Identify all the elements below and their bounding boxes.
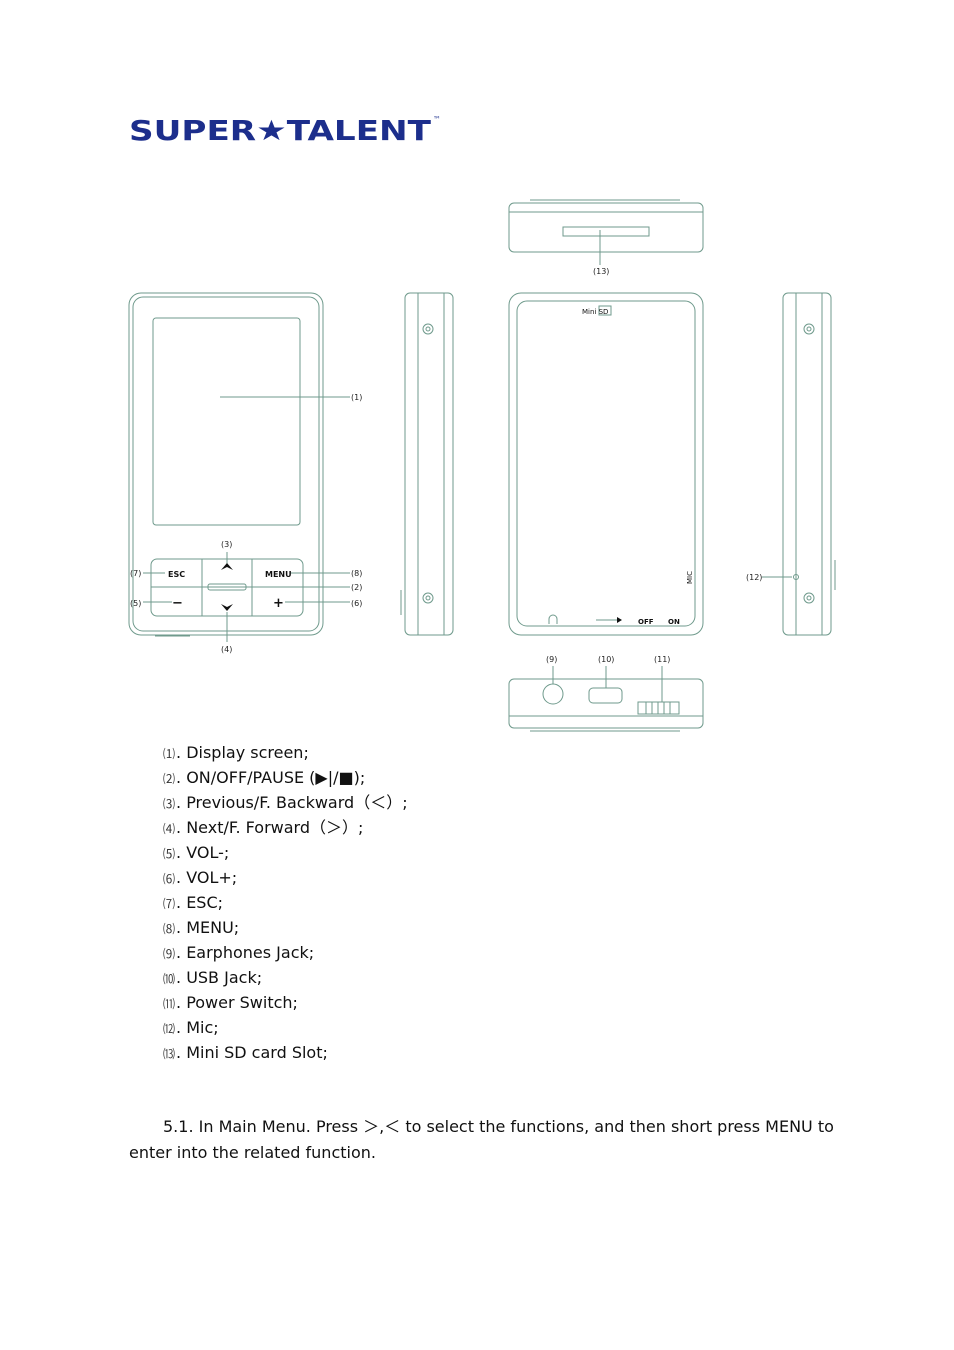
component-legend: ⑴. Display screen;⑵. ON/OFF/PAUSE (▶|/■)… — [163, 742, 408, 1067]
legend-item: ⑷. Next/F. Forward（＞）; — [163, 817, 408, 842]
callout-1: (1) — [351, 393, 362, 402]
legend-text: . VOL+; — [176, 868, 238, 887]
back-body — [508, 292, 704, 636]
legend-item: ⑻. MENU; — [163, 917, 408, 942]
callout-5: (5) — [130, 599, 141, 608]
legend-text: . Next/F. Forward（＞）; — [176, 818, 364, 837]
down-arrow-icon — [221, 604, 233, 611]
callout-13: (13) — [593, 267, 609, 276]
legend-item: ⒀. Mini SD card Slot; — [163, 1042, 408, 1067]
legend-number: ⑿ — [163, 1022, 176, 1036]
legend-item: ⑴. Display screen; — [163, 742, 408, 767]
legend-text: . Mic; — [176, 1018, 219, 1037]
legend-text: . Mini SD card Slot; — [176, 1043, 328, 1062]
legend-number: ⑶ — [163, 797, 176, 811]
legend-item: ⑸. VOL-; — [163, 842, 408, 867]
legend-number: ⑽ — [163, 972, 176, 986]
device-diagram: ESC MENU − + Mini SD MIC OFF ON (1) (2) … — [128, 199, 836, 732]
super-talent-logo: SUPER★TALENT ™ — [129, 114, 441, 147]
legend-text: . Previous/F. Backward（＜）; — [176, 793, 408, 812]
legend-text: . MENU; — [176, 918, 240, 937]
legend-item: ⑹. VOL+; — [163, 867, 408, 892]
legend-text: . ON/OFF/PAUSE (▶|/■); — [176, 768, 366, 787]
callout-10: (10) — [598, 655, 614, 664]
legend-number: ⑷ — [163, 822, 176, 836]
menu-key-label: MENU — [265, 570, 292, 579]
legend-text: . ESC; — [176, 893, 224, 912]
legend-text: . Earphones Jack; — [176, 943, 315, 962]
callout-2: (2) — [351, 583, 362, 592]
callout-6: (6) — [351, 599, 362, 608]
usb-jack — [588, 687, 623, 704]
legend-item: ⑼. Earphones Jack; — [163, 942, 408, 967]
usb-icon — [617, 617, 622, 623]
legend-number: ⑵ — [163, 772, 176, 786]
instruction-text: 5.1. In Main Menu. Press ＞,＜ to select t… — [129, 1117, 834, 1162]
callout-9: (9) — [546, 655, 557, 664]
callout-3: (3) — [221, 540, 232, 549]
legend-text: . VOL-; — [176, 843, 230, 862]
top-view — [508, 202, 704, 253]
legend-number: ⑻ — [163, 922, 176, 936]
legend-item: ⑺. ESC; — [163, 892, 408, 917]
legend-text: . Power Switch; — [176, 993, 298, 1012]
right-side-view — [782, 292, 832, 636]
callout-12: (12) — [746, 573, 762, 582]
legend-number: ⒀ — [163, 1047, 176, 1061]
logo-text: SUPER★TALENT — [129, 114, 431, 147]
legend-item: ⑿. Mic; — [163, 1017, 408, 1042]
logo-trademark: ™ — [433, 115, 441, 124]
earphone-jack — [542, 683, 564, 705]
left-side-view — [404, 292, 454, 636]
front-body — [128, 292, 324, 636]
back-inner-outline — [516, 300, 696, 627]
legend-item: ⑽. USB Jack; — [163, 967, 408, 992]
legend-number: ⑼ — [163, 947, 176, 961]
up-arrow-icon — [221, 563, 233, 570]
callout-4: (4) — [221, 645, 232, 654]
mic-hole — [793, 574, 799, 580]
legend-number: ⑺ — [163, 897, 176, 911]
callout-7: (7) — [130, 569, 141, 578]
display-screen — [152, 317, 301, 526]
legend-number: ⑴ — [163, 747, 176, 761]
mic-label: MIC — [686, 571, 694, 584]
vol-plus-key-label: + — [273, 596, 284, 611]
legend-number: ⑹ — [163, 872, 176, 886]
vol-minus-key-label: − — [172, 596, 183, 611]
front-inner-outline — [132, 296, 320, 632]
esc-key-label: ESC — [168, 570, 185, 579]
legend-item: ⑶. Previous/F. Backward（＜）; — [163, 792, 408, 817]
legend-text: . USB Jack; — [176, 968, 263, 987]
off-label: OFF — [638, 618, 654, 626]
legend-number: ⑸ — [163, 847, 176, 861]
minisd-slot — [562, 226, 650, 237]
legend-text: . Display screen; — [176, 743, 309, 762]
instruction-paragraph: 5.1. In Main Menu. Press ＞,＜ to select t… — [129, 1114, 841, 1166]
callout-11: (11) — [654, 655, 670, 664]
callout-8: (8) — [351, 569, 362, 578]
legend-item: ⑾. Power Switch; — [163, 992, 408, 1017]
legend-number: ⑾ — [163, 997, 176, 1011]
on-label: ON — [668, 618, 680, 626]
minisd-label: Mini SD — [582, 308, 608, 316]
legend-item: ⑵. ON/OFF/PAUSE (▶|/■); — [163, 767, 408, 792]
